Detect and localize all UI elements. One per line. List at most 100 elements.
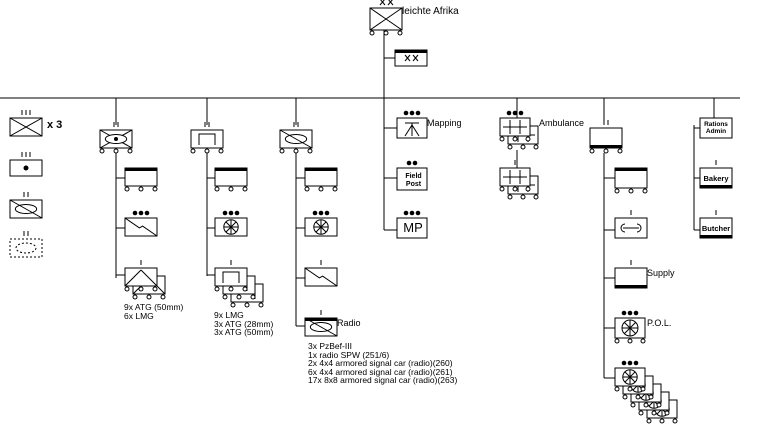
supply-bar xyxy=(615,168,647,171)
wheel-icon xyxy=(499,186,505,192)
supply-label: Supply xyxy=(647,268,675,278)
wheel-icon xyxy=(638,410,644,416)
symbol-stroke xyxy=(623,321,637,335)
wheel-icon xyxy=(228,186,234,192)
wheel-icon xyxy=(630,402,636,408)
mg-platoon-symbol xyxy=(214,210,248,237)
mapping-symbol xyxy=(396,110,428,139)
unit-box xyxy=(190,129,224,149)
supply-bar xyxy=(590,145,622,148)
wheel-icon xyxy=(627,338,633,344)
recon-hq-symbol xyxy=(124,167,158,192)
wheel-icon xyxy=(124,186,130,192)
wheel-icon xyxy=(124,286,130,292)
wheel-icon xyxy=(244,302,250,308)
unit-box xyxy=(699,117,733,139)
echelon-dot xyxy=(627,310,633,316)
echelon-dot xyxy=(403,210,409,216)
field-post-text: Field Post xyxy=(400,173,427,189)
rations-text: Rations Admin xyxy=(700,121,732,135)
echelon-dot xyxy=(512,110,518,116)
wheel-icon xyxy=(533,144,539,150)
echelon-mark xyxy=(404,54,411,62)
supply-hq-symbol xyxy=(614,167,648,194)
wheel-icon xyxy=(664,410,670,416)
supply-bar xyxy=(615,285,647,288)
unit-box xyxy=(396,167,428,191)
wheel-icon xyxy=(614,338,620,344)
wheel-icon xyxy=(242,286,248,292)
wheel-icon xyxy=(242,186,248,192)
field-post-line2: Post xyxy=(405,181,422,188)
wheel-icon xyxy=(332,186,338,192)
unit-symbols xyxy=(9,0,733,424)
wheel-icon xyxy=(651,410,657,416)
wheel-icon xyxy=(512,186,518,192)
field-post-symbol xyxy=(396,160,428,191)
wheel-icon xyxy=(218,148,224,154)
wheel-icon xyxy=(627,386,633,392)
wheel-icon xyxy=(533,194,539,200)
rations-line2: Admin xyxy=(705,128,727,135)
wheel-icon xyxy=(648,394,654,400)
wheel-icon xyxy=(525,186,531,192)
wheel-icon xyxy=(279,148,285,154)
wheel-icon xyxy=(646,418,652,424)
wheel-icon xyxy=(236,294,242,300)
wheel-icon xyxy=(640,386,646,392)
wheel-icon xyxy=(152,286,158,292)
wheel-icon xyxy=(214,186,220,192)
signal-bn-symbol xyxy=(279,122,313,154)
field-post-line1: Field xyxy=(405,173,422,180)
supply-bar xyxy=(700,185,732,188)
mg-hq-symbol xyxy=(214,167,248,192)
echelon-dot xyxy=(144,210,150,216)
echelon-dot xyxy=(318,210,324,216)
zigzag-icon xyxy=(124,217,158,237)
mg-notes: 9x LMG 3x ATG (28mm) 3x ATG (50mm) xyxy=(214,310,274,337)
signal-hq-symbol xyxy=(304,167,338,192)
maintenance-symbol xyxy=(614,210,648,239)
recon-notes: 9x ATG (50mm) 6x LMG xyxy=(124,302,184,321)
wheel-icon xyxy=(304,186,310,192)
wheel-icon xyxy=(222,294,228,300)
wheel-icon xyxy=(507,194,513,200)
wheel-icon xyxy=(214,286,220,292)
supply-bar xyxy=(395,50,427,53)
wheel-icon xyxy=(250,294,256,300)
unit-box xyxy=(214,267,248,287)
wheel-icon xyxy=(293,148,299,154)
regiment-symbol xyxy=(9,110,43,137)
echelon-dot xyxy=(234,210,240,216)
medical-company-symbol xyxy=(499,110,531,142)
echelon-dot xyxy=(312,210,318,216)
symbol-stroke xyxy=(369,7,403,31)
wheel-icon xyxy=(113,148,119,154)
symbol-stroke xyxy=(124,269,142,287)
mp-text: MP xyxy=(403,220,423,235)
wheel-icon xyxy=(258,302,264,308)
wheel-icon xyxy=(369,30,375,36)
supply-bar xyxy=(305,168,337,171)
wheel-icon xyxy=(643,402,649,408)
rations-line1: Rations xyxy=(704,121,728,128)
symbol-stroke xyxy=(140,269,158,287)
wheel-icon xyxy=(672,418,678,424)
pol-label: P.O.L. xyxy=(647,318,672,328)
track-icon xyxy=(284,134,308,144)
echelon-dot xyxy=(633,310,639,316)
wheel-icon xyxy=(146,294,152,300)
symbol-stroke xyxy=(304,317,338,337)
hq-company-symbol xyxy=(394,49,428,67)
bakery-symbol xyxy=(699,160,733,189)
wheel-icon xyxy=(640,338,646,344)
wheel-icon xyxy=(628,188,634,194)
echelon-dot xyxy=(228,210,234,216)
echelon-dot xyxy=(403,110,409,116)
mg-bn-symbol xyxy=(190,122,224,154)
wheel-icon xyxy=(642,188,648,194)
butcher-symbol xyxy=(699,210,733,239)
unit-box xyxy=(396,217,428,239)
mg-icon xyxy=(222,271,240,283)
